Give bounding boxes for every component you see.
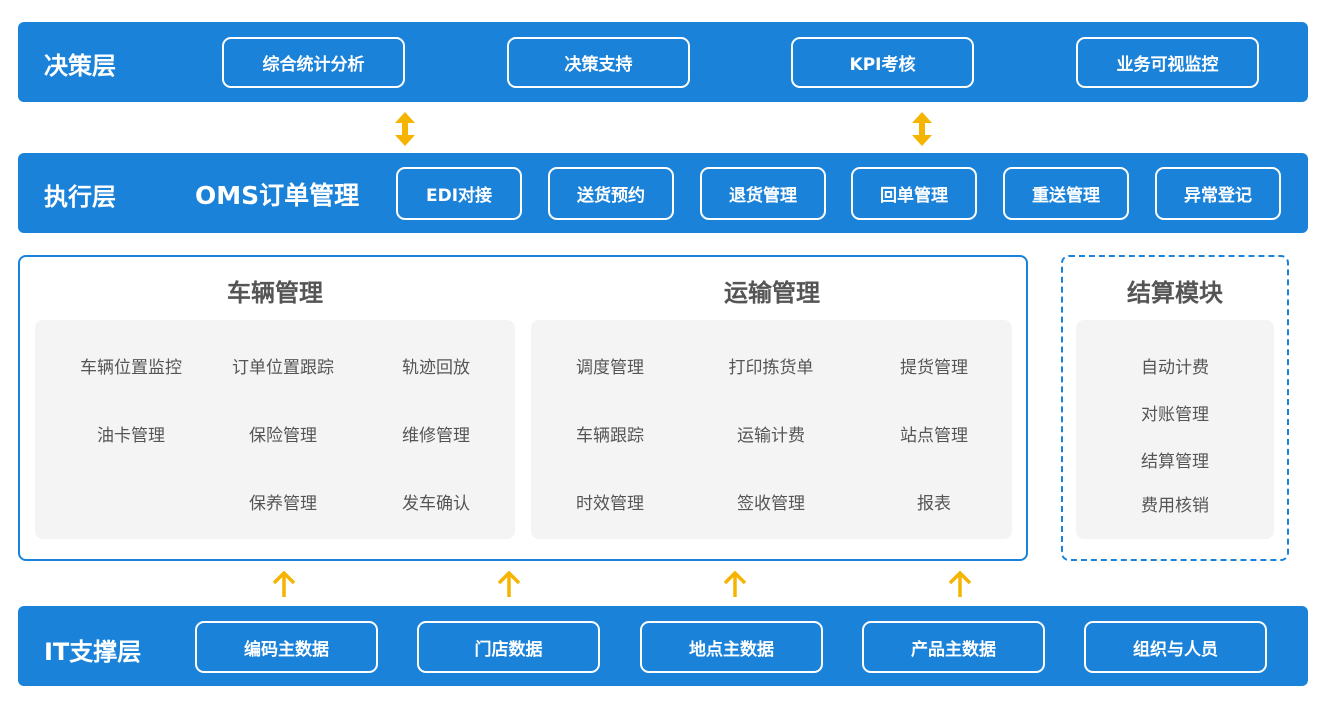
up-arrow-icon	[497, 571, 521, 597]
decision-layer-band: 决策层 综合统计分析 决策支持 KPI考核 业务可视监控	[18, 22, 1308, 102]
vehicle-item[interactable]: 维修管理	[402, 426, 470, 446]
exec-item-edi[interactable]: EDI对接	[396, 167, 522, 220]
decision-item-statistics[interactable]: 综合统计分析	[222, 37, 405, 88]
transport-management-box	[531, 320, 1012, 539]
it-support-layer-title: IT支撑层	[44, 638, 142, 666]
it-item-org-people[interactable]: 组织与人员	[1084, 621, 1267, 673]
transport-item[interactable]: 打印拣货单	[728, 358, 814, 378]
vehicle-item[interactable]: 保养管理	[249, 494, 317, 514]
decision-layer-title: 决策层	[44, 52, 116, 80]
up-arrow-icon	[948, 571, 972, 597]
transport-item[interactable]: 站点管理	[900, 426, 968, 446]
transport-item[interactable]: 时效管理	[576, 494, 644, 514]
exec-item-receipt[interactable]: 回单管理	[851, 167, 977, 220]
transport-item[interactable]: 车辆跟踪	[576, 426, 644, 446]
vehicle-management-box	[35, 320, 515, 539]
transport-item[interactable]: 运输计费	[737, 426, 805, 446]
transport-item[interactable]: 报表	[917, 494, 951, 514]
decision-item-kpi[interactable]: KPI考核	[791, 37, 974, 88]
settlement-item[interactable]: 费用核销	[1141, 496, 1209, 516]
up-arrow-icon	[272, 571, 296, 597]
vehicle-item[interactable]: 订单位置跟踪	[232, 358, 334, 378]
exec-item-returns[interactable]: 退货管理	[700, 167, 826, 220]
double-arrow-icon	[912, 112, 932, 146]
settlement-box	[1076, 320, 1274, 539]
double-arrow-icon	[395, 112, 415, 146]
vehicle-item[interactable]: 车辆位置监控	[80, 358, 182, 378]
transport-item[interactable]: 调度管理	[576, 358, 644, 378]
exec-item-exception[interactable]: 异常登记	[1155, 167, 1281, 220]
oms-title: OMS订单管理	[195, 181, 360, 210]
exec-item-resend[interactable]: 重送管理	[1003, 167, 1129, 220]
execution-layer-title: 执行层	[44, 183, 116, 211]
it-item-coding-master[interactable]: 编码主数据	[195, 621, 378, 673]
decision-item-monitor[interactable]: 业务可视监控	[1076, 37, 1259, 88]
execution-layer-band: 执行层 OMS订单管理 EDI对接 送货预约 退货管理 回单管理 重送管理 异常…	[18, 153, 1308, 233]
it-item-store-data[interactable]: 门店数据	[417, 621, 600, 673]
settlement-item[interactable]: 对账管理	[1141, 405, 1209, 425]
decision-item-support[interactable]: 决策支持	[507, 37, 690, 88]
settlement-module-title: 结算模块	[1127, 279, 1223, 307]
it-support-layer-band: IT支撑层 编码主数据 门店数据 地点主数据 产品主数据 组织与人员	[18, 606, 1308, 686]
up-arrow-icon	[723, 571, 747, 597]
vehicle-item[interactable]: 发车确认	[402, 494, 470, 514]
transport-item[interactable]: 签收管理	[737, 494, 805, 514]
it-item-location-master[interactable]: 地点主数据	[640, 621, 823, 673]
settlement-item[interactable]: 结算管理	[1141, 452, 1209, 472]
vehicle-item[interactable]: 油卡管理	[97, 426, 165, 446]
exec-item-delivery-booking[interactable]: 送货预约	[548, 167, 674, 220]
it-item-product-master[interactable]: 产品主数据	[862, 621, 1045, 673]
transport-item[interactable]: 提货管理	[900, 358, 968, 378]
transport-management-title: 运输管理	[724, 279, 820, 307]
vehicle-item[interactable]: 保险管理	[249, 426, 317, 446]
vehicle-item[interactable]: 轨迹回放	[402, 358, 470, 378]
settlement-item[interactable]: 自动计费	[1141, 358, 1209, 378]
vehicle-management-title: 车辆管理	[227, 279, 323, 307]
